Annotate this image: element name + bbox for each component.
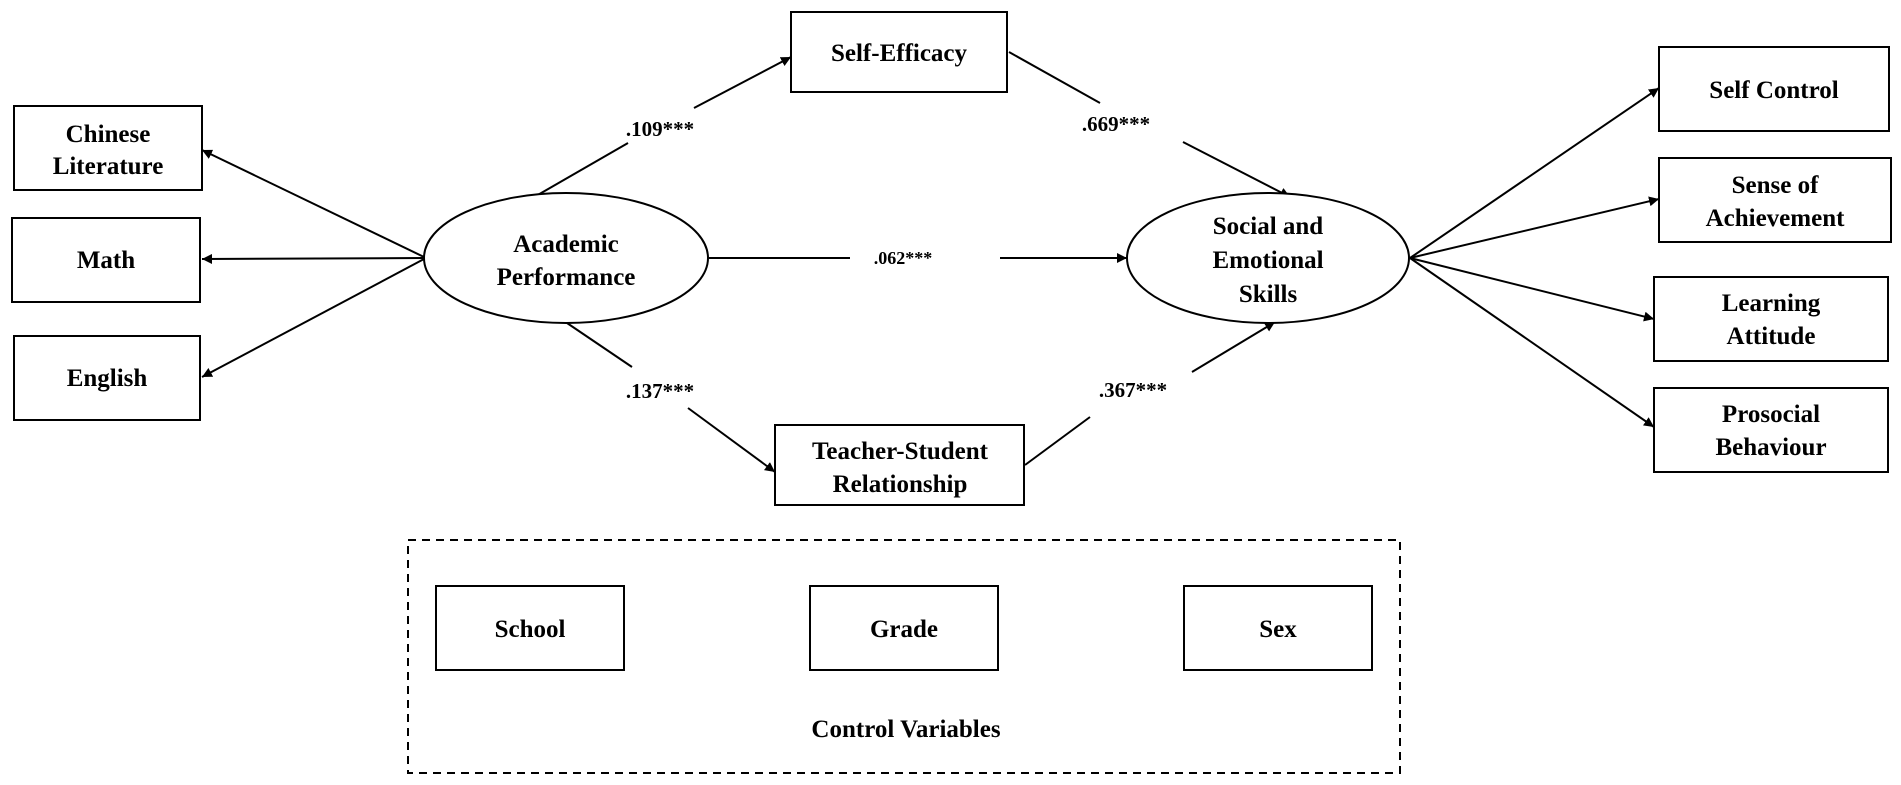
line-ap-to-self-efficacy: [535, 142, 629, 197]
svg-text:Social and: Social and: [1213, 213, 1324, 240]
svg-text:Sense of: Sense of: [1732, 172, 1819, 199]
indicator-learning-attitude: Learning Attitude: [1653, 276, 1889, 362]
svg-text:Sex: Sex: [1259, 616, 1297, 643]
arrow-ses-to-self-control: [1409, 87, 1660, 259]
arrow-ses-to-prosocial-behaviour: [1409, 257, 1655, 428]
arrow-ses-to-sense-of-achievement: [1409, 196, 1660, 259]
svg-text:Emotional: Emotional: [1212, 247, 1323, 274]
arrow-ap-to-self-efficacy: [693, 56, 792, 109]
indicator-chinese-literature: Chinese Literature: [13, 105, 203, 191]
control-grade: Grade: [809, 585, 999, 671]
svg-text:Chinese: Chinese: [66, 121, 151, 148]
mediator-teacher-student-relationship: Teacher-Student Relationship: [774, 424, 1025, 506]
arrow-self-efficacy-to-ses: [1182, 141, 1291, 198]
indicator-sense-of-achievement: Sense of Achievement: [1658, 157, 1892, 243]
mediator-self-efficacy: Self-Efficacy: [790, 11, 1008, 93]
coef-ap-self-efficacy: .109***: [626, 117, 694, 141]
svg-text:School: School: [495, 616, 566, 643]
line-ap-to-teacher-student: [566, 322, 633, 368]
line-teacher-student-to-ses: [1024, 416, 1091, 466]
control-variables-label: Control Variables: [811, 716, 1000, 743]
arrow-ap-to-english: [201, 258, 425, 378]
indicator-prosocial-behaviour: Prosocial Behaviour: [1653, 387, 1889, 473]
coef-ap-teacher-student: .137***: [626, 379, 694, 403]
svg-text:Learning: Learning: [1722, 290, 1821, 317]
line-self-efficacy-to-ses: [1008, 51, 1101, 104]
latent-social-emotional-skills: Social and Emotional Skills: [1126, 192, 1410, 324]
arrow-ap-to-teacher-student: [687, 407, 776, 473]
svg-text:Prosocial: Prosocial: [1722, 401, 1820, 428]
svg-text:Grade: Grade: [870, 616, 938, 643]
svg-text:Relationship: Relationship: [833, 471, 968, 498]
svg-text:Self Control: Self Control: [1709, 77, 1838, 104]
svg-text:Performance: Performance: [497, 264, 636, 291]
arrow-ap-to-chinese-literature: [201, 149, 425, 258]
arrow-ap-to-math: [201, 253, 425, 264]
svg-text:Literature: Literature: [53, 153, 164, 180]
coef-ap-ses: .062***: [874, 248, 933, 268]
svg-text:Attitude: Attitude: [1727, 323, 1816, 350]
coef-teacher-student-ses: .367***: [1099, 378, 1167, 402]
control-sex: Sex: [1183, 585, 1373, 671]
latent-academic-performance: Academic Performance: [423, 192, 709, 324]
control-school: School: [435, 585, 625, 671]
coef-self-efficacy-ses: .669***: [1082, 112, 1150, 136]
arrow-ses-to-learning-attitude: [1409, 257, 1655, 322]
svg-text:Teacher-Student: Teacher-Student: [812, 438, 989, 465]
arrow-teacher-student-to-ses: [1191, 321, 1276, 373]
svg-text:Behaviour: Behaviour: [1715, 434, 1826, 461]
svg-text:Skills: Skills: [1239, 281, 1298, 308]
svg-text:Self-Efficacy: Self-Efficacy: [831, 40, 968, 67]
svg-text:Math: Math: [77, 247, 135, 274]
svg-text:Academic: Academic: [513, 231, 619, 258]
control-variables-frame: [407, 539, 1401, 774]
svg-text:English: English: [67, 365, 148, 392]
indicator-self-control: Self Control: [1658, 46, 1890, 132]
indicator-english: English: [13, 335, 201, 421]
control-variables-group: School Grade Sex Control Variables: [407, 539, 1401, 774]
svg-text:Achievement: Achievement: [1706, 205, 1846, 232]
indicator-math: Math: [11, 217, 201, 303]
